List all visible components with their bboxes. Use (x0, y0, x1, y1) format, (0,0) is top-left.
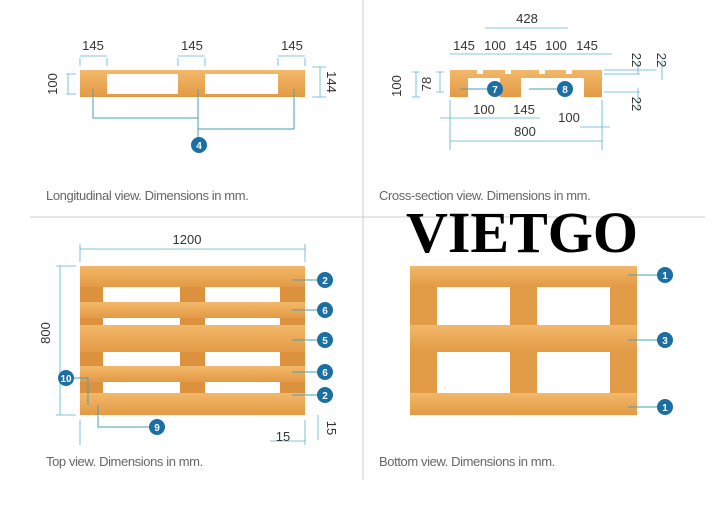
svg-text:100: 100 (473, 102, 495, 117)
svg-text:15: 15 (276, 429, 290, 444)
callout-5: 5 (317, 332, 333, 348)
svg-text:3: 3 (662, 336, 668, 347)
longitudinal-view: 145 145 145 100 144 4 Longitudinal view.… (45, 38, 339, 203)
svg-text:100: 100 (558, 110, 580, 125)
svg-text:145: 145 (513, 102, 535, 117)
svg-text:1: 1 (662, 271, 668, 282)
svg-text:7: 7 (492, 85, 498, 96)
top-view: 1200 800 15 15 2 6 5 6 2 10 9 Top view. … (38, 232, 339, 469)
svg-text:22: 22 (654, 53, 669, 67)
svg-text:1: 1 (662, 403, 668, 414)
svg-text:144: 144 (324, 71, 339, 93)
svg-text:145: 145 (82, 38, 104, 53)
svg-text:145: 145 (181, 38, 203, 53)
caption-bottom-view: Bottom view. Dimensions in mm. (379, 454, 555, 469)
callout-6: 6 (317, 364, 333, 380)
svg-text:22: 22 (629, 97, 644, 111)
svg-text:8: 8 (562, 85, 568, 96)
svg-text:10: 10 (60, 374, 72, 385)
svg-text:1200: 1200 (173, 232, 202, 247)
svg-text:2: 2 (322, 276, 328, 287)
watermark-logo: VIETGO (406, 200, 638, 265)
svg-text:100: 100 (484, 38, 506, 53)
svg-text:145: 145 (515, 38, 537, 53)
svg-text:145: 145 (281, 38, 303, 53)
callout-2: 2 (317, 272, 333, 288)
cross-section-view: 428 145 100 145 100 145 22 22 22 100 78 … (379, 11, 669, 203)
callout-8 (557, 81, 573, 97)
svg-text:100: 100 (545, 38, 567, 53)
caption-top-view: Top view. Dimensions in mm. (46, 454, 203, 469)
callout-9: 9 (149, 419, 165, 435)
callout-3: 3 (657, 332, 673, 348)
svg-text:800: 800 (514, 124, 536, 139)
svg-text:4: 4 (196, 141, 202, 152)
svg-text:145: 145 (576, 38, 598, 53)
callout-1: 1 (657, 399, 673, 415)
svg-text:100: 100 (45, 73, 60, 95)
callout-2: 2 (317, 387, 333, 403)
svg-text:78: 78 (419, 77, 434, 91)
svg-text:22: 22 (629, 53, 644, 67)
svg-text:145: 145 (453, 38, 475, 53)
callout-7 (487, 81, 503, 97)
svg-text:100: 100 (389, 75, 404, 97)
svg-text:800: 800 (38, 322, 53, 344)
callout-10: 10 (58, 370, 74, 386)
svg-text:15: 15 (324, 421, 339, 435)
caption-cross-section: Cross-section view. Dimensions in mm. (379, 188, 590, 203)
svg-text:9: 9 (154, 423, 160, 434)
callout-4 (191, 137, 207, 153)
svg-text:6: 6 (322, 306, 328, 317)
svg-text:2: 2 (322, 391, 328, 402)
bottom-view: 1 3 1 Bottom view. Dimensions in mm. (379, 266, 673, 469)
callout-6: 6 (317, 302, 333, 318)
svg-text:6: 6 (322, 368, 328, 379)
svg-text:5: 5 (322, 336, 328, 347)
caption-longitudinal: Longitudinal view. Dimensions in mm. (46, 188, 248, 203)
svg-text:428: 428 (516, 11, 538, 26)
callout-1: 1 (657, 267, 673, 283)
